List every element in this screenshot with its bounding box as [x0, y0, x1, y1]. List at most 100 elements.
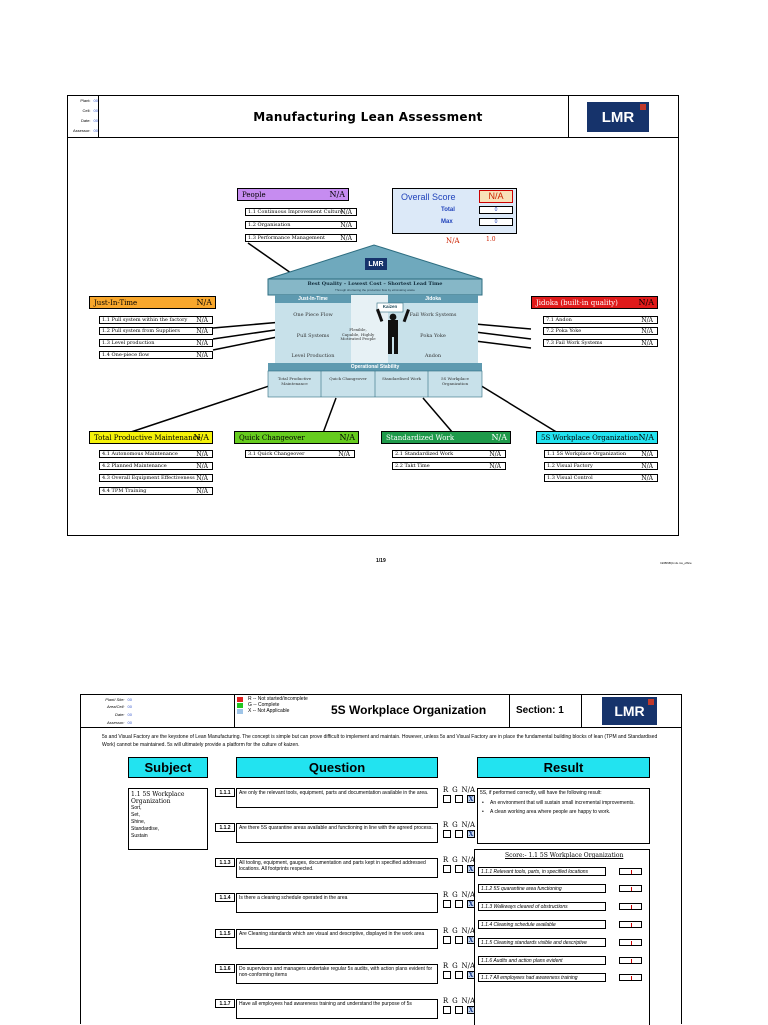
- r-label: R: [442, 856, 449, 864]
- meta-value: 00: [127, 697, 132, 702]
- g-label: G: [452, 997, 458, 1005]
- score-marker: [631, 923, 632, 927]
- max-value: 0: [479, 218, 513, 226]
- green-checkbox[interactable]: [455, 936, 463, 944]
- meta-value: 00: [93, 108, 98, 113]
- r-label: R: [442, 997, 449, 1005]
- score-value-cell: [619, 939, 642, 946]
- meta-value: 00: [93, 128, 98, 133]
- item-label: 7.3 Fail Work Systems: [546, 340, 603, 346]
- green-checkbox[interactable]: [455, 1006, 463, 1014]
- g-label: G: [452, 821, 458, 829]
- red-checkbox[interactable]: [443, 865, 451, 873]
- g-label: G: [452, 856, 458, 864]
- item-value: N/A: [641, 327, 653, 335]
- green-checkbox[interactable]: [455, 900, 463, 908]
- logo-spark-icon: [648, 699, 654, 705]
- item-label: 1.3 Visual Control: [547, 475, 593, 481]
- r-label: R: [442, 821, 449, 829]
- question-number: 1.1.5: [215, 929, 235, 938]
- score-row: 1.1.2 5S quarantine area functioning: [478, 884, 643, 893]
- jidoka-category: Jidoka (built-in quality)N/A: [531, 296, 658, 309]
- item-value: N/A: [641, 316, 653, 324]
- item-label: 2.1 Standardized Work: [395, 451, 454, 457]
- score-box: Score:- 1.1 5S Workplace Organization: [474, 849, 650, 1025]
- red-checkbox[interactable]: [443, 795, 451, 803]
- item-value: N/A: [641, 339, 653, 347]
- status-legend: R -- Not started/incomplete G -- Complet…: [237, 696, 308, 714]
- na-label: N/A: [461, 891, 476, 899]
- score-marker: [631, 976, 632, 980]
- score-value-cell: [619, 868, 642, 875]
- red-checkbox[interactable]: [443, 900, 451, 908]
- score-label: 1.1.6 Audits and action plans evident: [478, 956, 606, 965]
- g-label: G: [452, 786, 458, 794]
- overall-score-value: N/A: [479, 190, 513, 203]
- category-label: Quick Changeover: [239, 433, 305, 442]
- meta-label: Plant:: [80, 98, 91, 103]
- question-text: Is there a cleaning schedule operated in…: [236, 893, 438, 913]
- score-title: Score:- 1.1 5S Workplace Organization: [505, 852, 624, 859]
- meta-plant: Plant/ Site:00: [81, 697, 132, 702]
- item-label: 1.4 One-piece flow: [102, 352, 150, 358]
- legend-green-swatch: [237, 702, 243, 708]
- item-value: N/A: [196, 474, 208, 482]
- item-label: 4.3 Overall Equipment Effectiveness: [102, 475, 195, 481]
- category-label: People: [242, 190, 266, 199]
- green-checkbox[interactable]: [455, 795, 463, 803]
- legend-text: R -- Not started/incomplete: [248, 696, 308, 702]
- roof-subtitle: Through shortening the production flow b…: [335, 288, 415, 292]
- question-header: Question: [236, 757, 438, 778]
- meta-assessor: Assessor:00: [81, 720, 132, 725]
- meta-area: Area/Cell:00: [81, 704, 132, 709]
- na-label: N/A: [461, 962, 476, 970]
- score-row: 1.1.3 Walkways cleared of obstructions: [478, 902, 643, 911]
- red-checkbox[interactable]: [443, 1006, 451, 1014]
- red-checkbox[interactable]: [443, 830, 451, 838]
- subject-step: Standardise,: [131, 826, 160, 832]
- page-title: Manufacturing Lean Assessment: [253, 110, 483, 124]
- red-checkbox[interactable]: [443, 936, 451, 944]
- assessment-summary-page: Plant:00 Cell:00 Date:00 Assessor:00 Man…: [67, 95, 679, 536]
- item-label: 1.1 Pull system within the factory: [102, 317, 188, 323]
- na-checkbox[interactable]: X: [467, 830, 475, 838]
- green-checkbox[interactable]: [455, 971, 463, 979]
- meta-cell: Cell:00: [68, 108, 98, 113]
- base-title: Operational Stability: [350, 364, 400, 370]
- legend-row: R -- Not started/incomplete: [237, 696, 308, 702]
- meta-label: Cell:: [82, 108, 91, 113]
- score-label: 1.1.3 Walkways cleared of obstructions: [478, 902, 606, 911]
- bullet-icon: •: [482, 809, 484, 815]
- na-label: N/A: [461, 997, 476, 1005]
- score-value-cell: [619, 903, 642, 910]
- right-pillar-item: Fail Work Systems: [409, 312, 457, 318]
- item-label: 1.1 5S Workplace Organization: [547, 451, 627, 457]
- category-value: N/A: [339, 433, 355, 442]
- green-checkbox[interactable]: [455, 865, 463, 873]
- question-text: All tooling, equipment, gauges, document…: [236, 858, 438, 878]
- meta-label: Date:: [80, 118, 91, 123]
- item-value: N/A: [641, 474, 653, 482]
- red-checkbox[interactable]: [443, 971, 451, 979]
- r-label: R: [442, 962, 449, 970]
- base-item: Standardised Work: [382, 376, 421, 381]
- category-value: N/A: [638, 298, 654, 307]
- na-checkbox[interactable]: X: [467, 795, 475, 803]
- lmr-logo: LMR: [587, 102, 649, 132]
- meta-value: 00: [127, 720, 132, 725]
- green-checkbox[interactable]: [455, 830, 463, 838]
- logo-text: LMR: [614, 703, 645, 719]
- meta-date: Date:00: [68, 118, 98, 123]
- item-label: 1.2 Organisation: [248, 222, 291, 228]
- category-label: 5S Workplace Organization: [541, 433, 639, 442]
- item-value: N/A: [196, 462, 208, 470]
- right-pillar-title: Jidoka: [425, 296, 441, 302]
- overall-ratio: 1.0: [486, 236, 496, 243]
- meta-assessor: Assessor:00: [68, 128, 98, 133]
